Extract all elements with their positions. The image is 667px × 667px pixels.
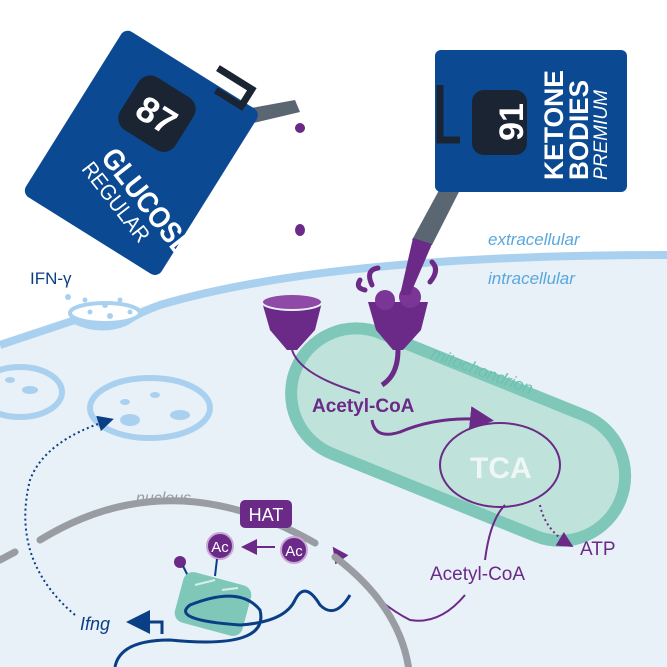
- ketone-grade: PREMIUM: [591, 90, 612, 180]
- funnel-ketone: [355, 259, 438, 388]
- ifn-gamma-label: IFN-γ: [30, 269, 72, 288]
- svg-text:Ac: Ac: [211, 539, 229, 556]
- vesicle-left: [0, 364, 65, 420]
- tca-label: TCA: [470, 452, 532, 485]
- svg-text:Ac: Ac: [285, 543, 303, 560]
- hat-label: HAT: [249, 505, 284, 525]
- acetyl-coa-to-tca-arrow: [370, 406, 494, 436]
- ketone-octane: 91: [493, 103, 531, 141]
- vesicle-right: [87, 375, 213, 441]
- hat-enzyme: HAT: [240, 500, 292, 528]
- glucose-drop: [295, 224, 305, 236]
- cell-membrane: [0, 251, 667, 349]
- acetyl-coa-mito-label: Acetyl-CoA: [312, 396, 415, 417]
- acetyl-coa-cyto-label: Acetyl-CoA: [430, 564, 525, 585]
- nucleosome: [174, 556, 252, 636]
- acetyl-group-free: Ac: [280, 536, 308, 564]
- ketone-stream: [400, 238, 432, 295]
- tca-cycle: [439, 422, 561, 508]
- ketone-name-2: BODIES: [564, 80, 594, 180]
- secretion-path-arrow: [24, 415, 114, 616]
- acetyl-group-bound: Ac: [206, 532, 234, 560]
- citrate-export-line: [484, 504, 506, 561]
- cytoplasm: [0, 254, 667, 667]
- dna-strand: [113, 589, 352, 667]
- intracellular-label: intracellular: [488, 269, 576, 288]
- ketone-can: 91 KETONE BODIES PREMIUM: [400, 50, 627, 295]
- nucleus-label: nucleus: [136, 490, 191, 507]
- secretion-vesicle: [65, 294, 142, 325]
- atp-label: ATP: [580, 539, 616, 560]
- transcription-start-arrow: [126, 610, 164, 634]
- ifng-gene-label: Ifng: [80, 614, 110, 634]
- extracellular-label: extracellular: [488, 230, 581, 249]
- glucose-can: 87 GLUCOSE REGULAR: [24, 30, 305, 275]
- funnel-glucose: [261, 293, 361, 394]
- tca-to-atp-arrow: [539, 504, 574, 548]
- ketone-name-1: KETONE: [539, 70, 569, 180]
- glucose-drop: [295, 123, 305, 133]
